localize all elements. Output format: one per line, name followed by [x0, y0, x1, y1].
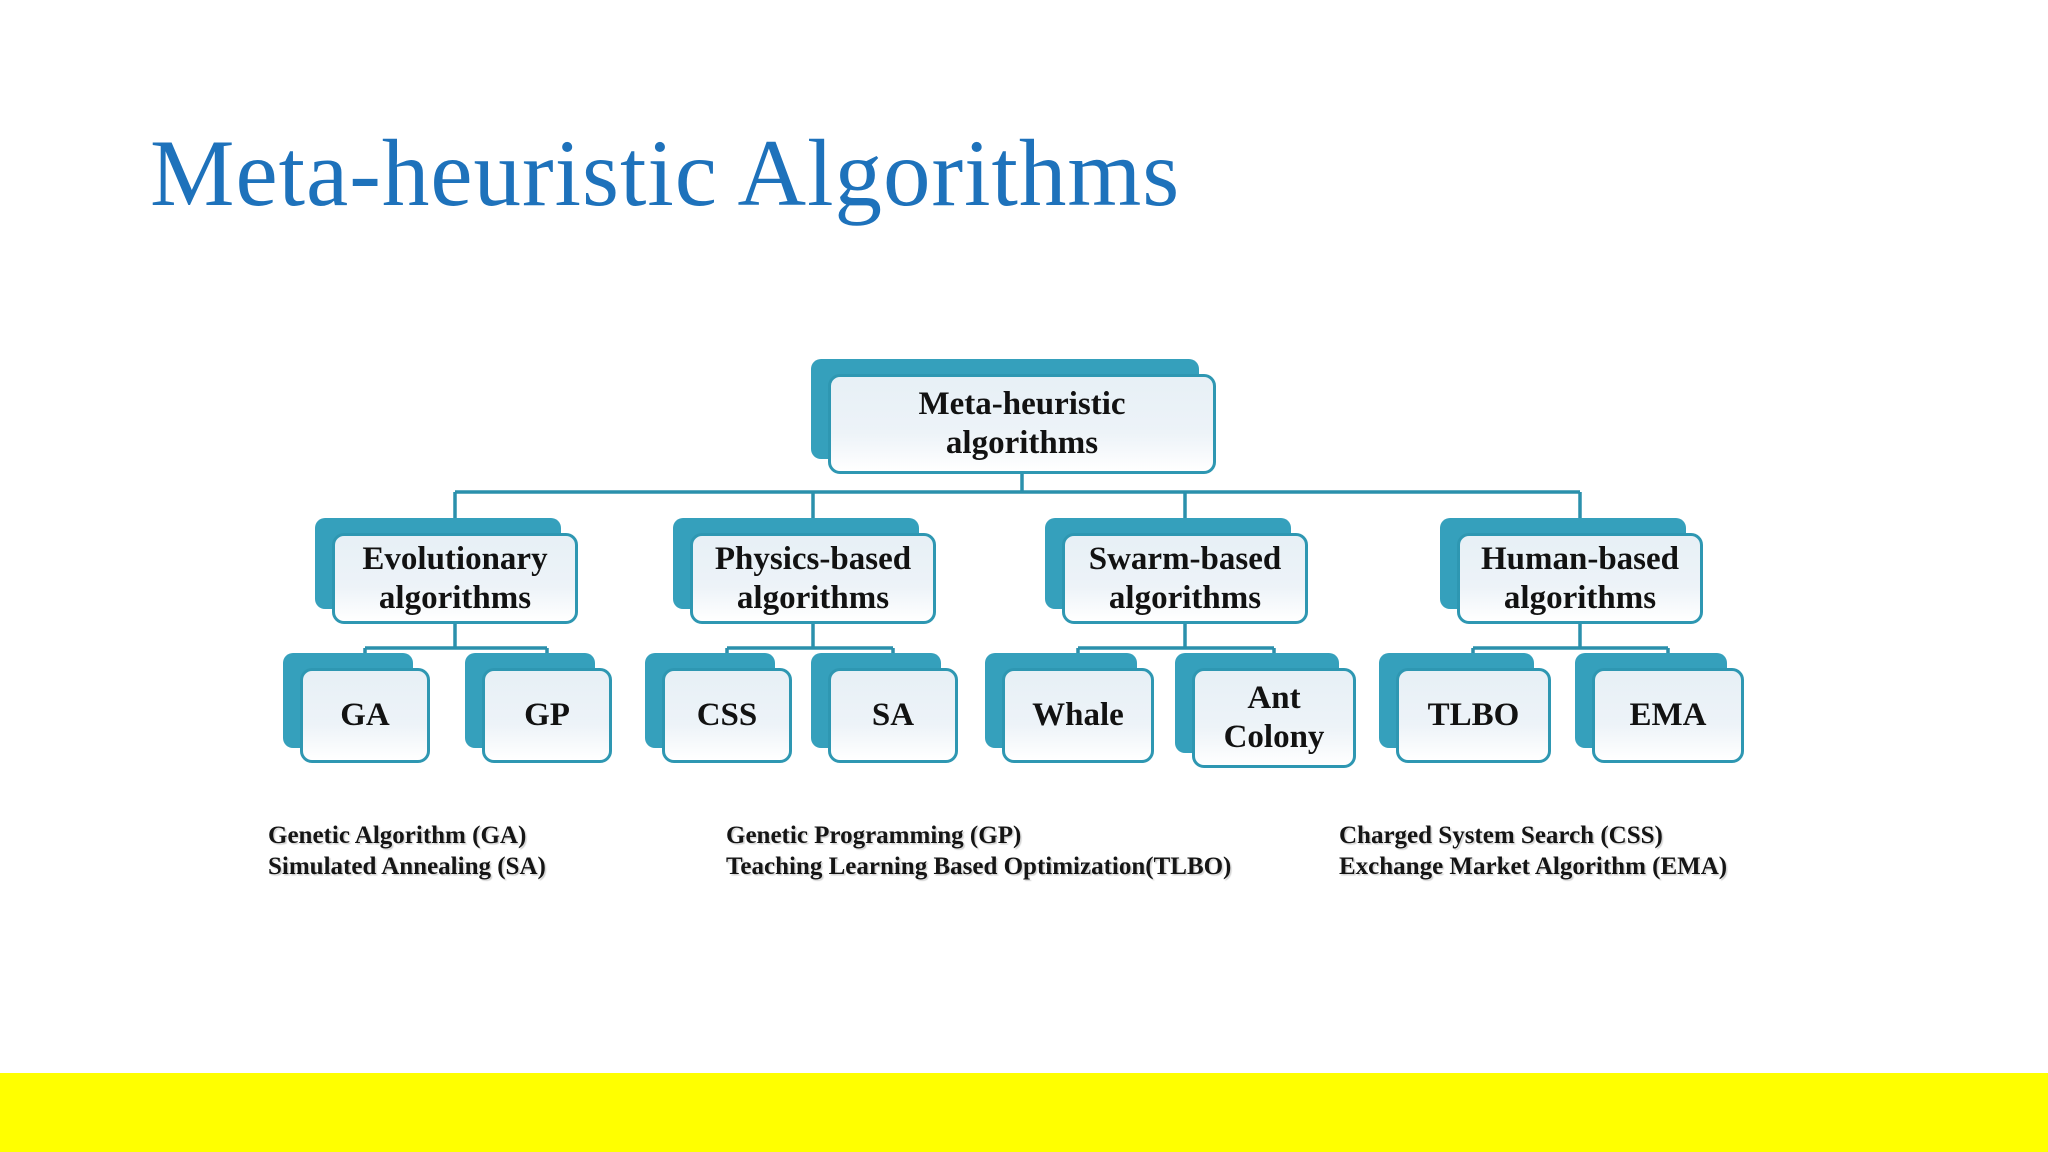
node-box: SA	[828, 668, 958, 763]
node-box: Whale	[1002, 668, 1154, 763]
node-human-based-algorithms: Human-based algorithms	[1440, 518, 1703, 624]
node-tlbo: TLBO	[1379, 653, 1551, 763]
node-meta-heuristic-algorithms: Meta-heuristic algorithms	[811, 359, 1216, 474]
node-ant-colony: Ant Colony	[1175, 653, 1356, 768]
legend-column-3: Charged System Search (CSS) Exchange Mar…	[1339, 820, 1727, 882]
node-box: Evolutionary algorithms	[332, 533, 578, 624]
node-box: GA	[300, 668, 430, 763]
node-label: SA	[871, 697, 915, 734]
node-ema: EMA	[1575, 653, 1744, 763]
legend-column-2: Genetic Programming (GP) Teaching Learni…	[726, 820, 1231, 882]
legend-line: Genetic Programming (GP)	[726, 822, 1022, 849]
node-ga: GA	[283, 653, 430, 763]
node-box: CSS	[662, 668, 792, 763]
legend-line: Charged System Search (CSS)	[1339, 822, 1663, 849]
node-physics-based-algorithms: Physics-based algorithms	[673, 518, 936, 624]
legend-line: Genetic Algorithm (GA)	[268, 822, 527, 849]
node-box: Ant Colony	[1192, 668, 1356, 768]
node-label: Whale	[1032, 697, 1124, 734]
legend-line: Teaching Learning Based Optimization(TLB…	[726, 853, 1232, 880]
node-label: Physics-based algorithms	[714, 540, 912, 616]
node-box: Meta-heuristic algorithms	[828, 374, 1216, 474]
node-box: TLBO	[1396, 668, 1551, 763]
legend-line: Exchange Market Algorithm (EMA)	[1339, 853, 1728, 880]
node-label: EMA	[1629, 697, 1707, 734]
node-label: Ant Colony	[1223, 680, 1325, 755]
node-label: Swarm-based algorithms	[1088, 540, 1282, 616]
node-gp: GP	[465, 653, 612, 763]
legend-column-1: Genetic Algorithm (GA) Simulated Anneali…	[268, 820, 546, 882]
node-box: EMA	[1592, 668, 1744, 763]
node-label: CSS	[696, 697, 758, 734]
node-box: GP	[482, 668, 612, 763]
node-label: GA	[340, 697, 390, 734]
node-whale: Whale	[985, 653, 1154, 763]
node-evolutionary-algorithms: Evolutionary algorithms	[315, 518, 578, 624]
node-box: Physics-based algorithms	[690, 533, 936, 624]
node-label: TLBO	[1427, 697, 1520, 734]
node-box: Swarm-based algorithms	[1062, 533, 1308, 624]
node-css: CSS	[645, 653, 792, 763]
legend-line: Simulated Annealing (SA)	[268, 853, 546, 880]
node-label: Evolutionary algorithms	[362, 540, 548, 616]
node-label: Human-based algorithms	[1480, 540, 1680, 616]
node-box: Human-based algorithms	[1457, 533, 1703, 624]
slide-title: Meta-heuristic Algorithms	[150, 120, 1181, 226]
node-swarm-based-algorithms: Swarm-based algorithms	[1045, 518, 1308, 624]
node-label: GP	[524, 697, 570, 734]
footer-accent-bar	[0, 1073, 2048, 1152]
node-sa: SA	[811, 653, 958, 763]
node-label: Meta-heuristic algorithms	[918, 386, 1126, 461]
